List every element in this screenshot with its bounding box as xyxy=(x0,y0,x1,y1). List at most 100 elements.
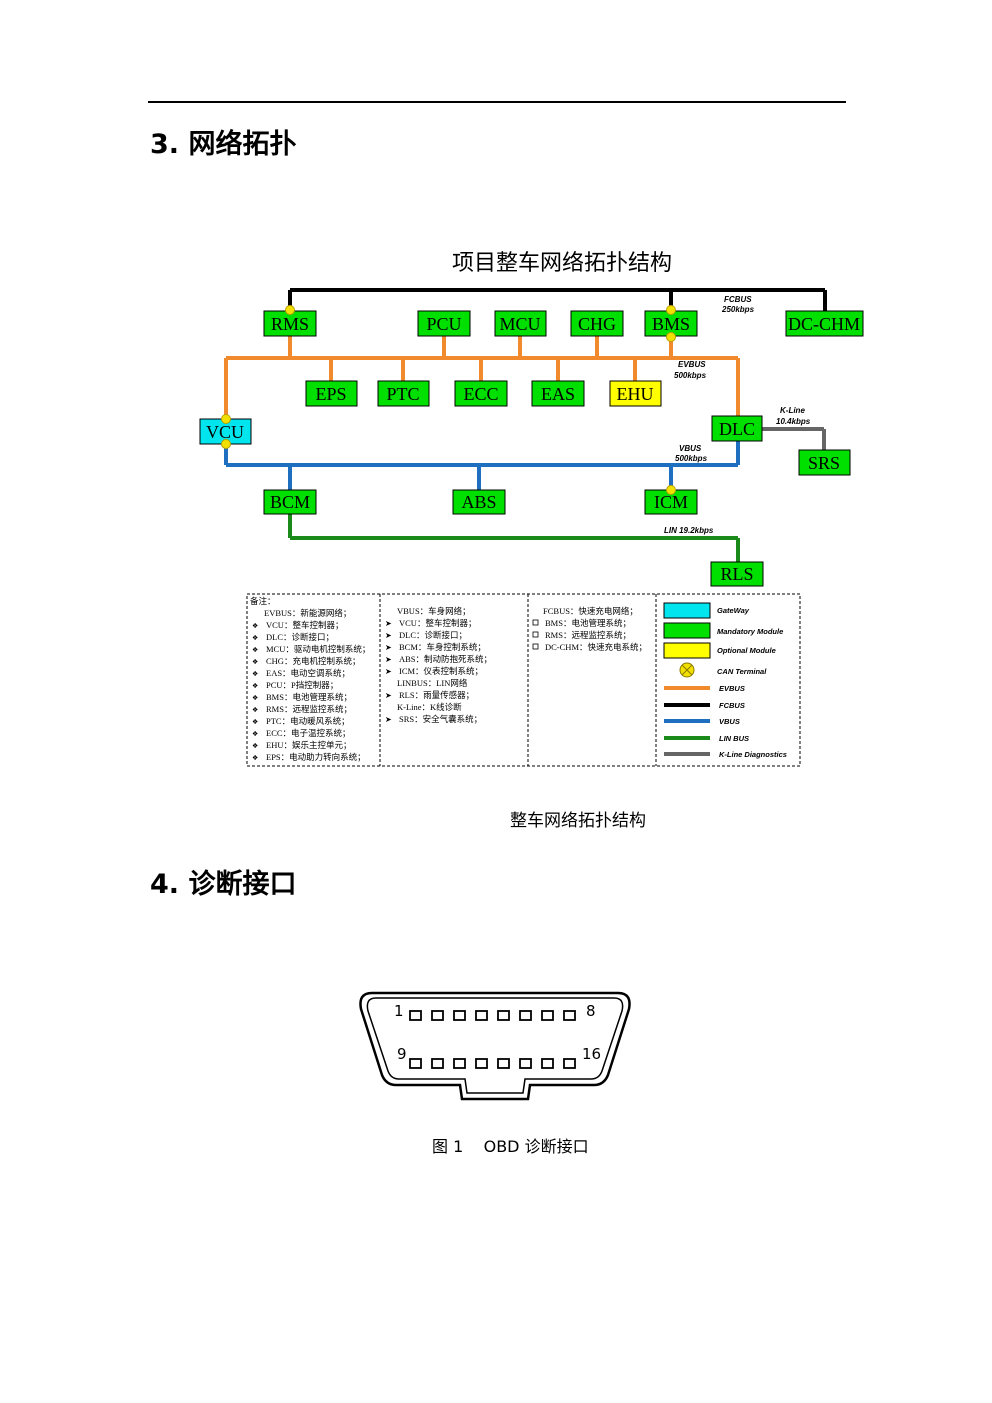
svg-text:➤: ➤ xyxy=(385,643,392,652)
obd-pins-bottom xyxy=(409,1058,576,1069)
svg-text:LINBUS：LIN网络: LINBUS：LIN网络 xyxy=(397,678,468,688)
svg-text:❖: ❖ xyxy=(252,634,258,642)
kline-label: K-Line xyxy=(780,406,805,415)
obd-connector-drawing: 1 8 9 16 xyxy=(359,991,631,1101)
svg-text:ABS：制动防抱死系统；: ABS：制动防抱死系统； xyxy=(399,654,492,664)
terminal-bms-evbus xyxy=(666,332,676,342)
evbus-rate: 500kbps xyxy=(674,371,707,380)
module-eas xyxy=(531,380,585,407)
svg-text:❖: ❖ xyxy=(252,718,258,726)
svg-text:❖: ❖ xyxy=(252,754,258,762)
svg-text:SRS：安全气囊系统；: SRS：安全气囊系统； xyxy=(399,714,482,724)
svg-text:VCU: VCU xyxy=(206,422,244,442)
svg-text:EPS: EPS xyxy=(315,384,346,404)
svg-text:RLS: RLS xyxy=(720,564,753,584)
svg-text:CHG: CHG xyxy=(578,314,616,334)
svg-text:ABS: ABS xyxy=(461,492,496,512)
svg-text:➤: ➤ xyxy=(385,631,392,640)
svg-text:Optional Module: Optional Module xyxy=(717,646,776,655)
svg-text:RLS：雨量传感器；: RLS：雨量传感器； xyxy=(399,690,474,700)
notes-col3-bullets xyxy=(532,619,539,650)
module-mcu xyxy=(494,310,547,337)
obd-pin-8-label: 8 xyxy=(586,1002,596,1020)
svg-text:VCU：整车控制器；: VCU：整车控制器； xyxy=(266,620,343,630)
lin-lines xyxy=(288,514,740,562)
svg-text:PTC: PTC xyxy=(386,384,419,404)
section-3-heading: 3. 网络拓扑 xyxy=(150,129,297,160)
svg-text:DLC: DLC xyxy=(719,419,755,439)
svg-text:SRS: SRS xyxy=(808,453,840,473)
module-pcu xyxy=(417,310,471,337)
notes-col2: VBUS：车身网络； VCU：整车控制器； DLC：诊断接口； BCM：车身控制… xyxy=(397,606,492,724)
terminal-vcu-vbus xyxy=(221,439,231,449)
svg-text:BMS: BMS xyxy=(652,314,690,334)
header-rule xyxy=(148,101,846,103)
network-topology-diagram: 项目整车网络拓扑结构 FCBUS 250kbps EVBUS 500kbps V… xyxy=(199,251,864,767)
svg-text:RMS：远程监控系统；: RMS：远程监控系统； xyxy=(266,704,352,714)
svg-text:EAS：电动空调系统；: EAS：电动空调系统； xyxy=(266,668,350,678)
lin-label: LIN 19.2kbps xyxy=(664,526,714,535)
fcbus-label: FCBUS xyxy=(724,295,752,304)
svg-text:ECC：电子温控系统；: ECC：电子温控系统； xyxy=(266,728,351,738)
module-ptc xyxy=(377,380,430,407)
notes-box xyxy=(246,593,801,767)
module-rls xyxy=(710,561,764,587)
module-bms xyxy=(644,310,698,337)
svg-text:➤: ➤ xyxy=(385,619,392,628)
svg-text:EVBUS：新能源网络；: EVBUS：新能源网络； xyxy=(264,608,351,618)
terminal-icm-vbus xyxy=(666,485,676,495)
kline-rate: 10.4kbps xyxy=(776,417,811,426)
svg-text:GateWay: GateWay xyxy=(717,606,750,615)
svg-text:❖: ❖ xyxy=(252,706,258,714)
terminal-bms-fcbus xyxy=(666,305,676,315)
svg-text:BMS：电池管理系统；: BMS：电池管理系统； xyxy=(545,618,631,628)
svg-text:DLC：诊断接口；: DLC：诊断接口； xyxy=(399,630,467,640)
notes-col3: FCBUS：快速充电网络； BMS：电池管理系统； RMS：远程监控系统； DC… xyxy=(543,606,647,652)
svg-text:EPS：电动助力转向系统；: EPS：电动助力转向系统； xyxy=(266,752,366,762)
svg-text:EHU: EHU xyxy=(617,384,654,404)
svg-text:DLC：诊断接口；: DLC：诊断接口； xyxy=(266,632,334,642)
svg-text:❖: ❖ xyxy=(252,658,258,666)
module-eps xyxy=(305,380,358,407)
svg-text:RMS: RMS xyxy=(271,314,309,334)
obd-outline-inner xyxy=(366,997,624,1094)
svg-text:DC-CHM: DC-CHM xyxy=(788,314,860,334)
vbus-label: VBUS xyxy=(679,444,702,453)
modules: RMS PCU MCU CHG BMS DC-CHM EPS PTC ECC E… xyxy=(199,310,864,587)
module-abs xyxy=(452,489,506,515)
svg-text:FCBUS：快速充电网络；: FCBUS：快速充电网络； xyxy=(543,606,638,616)
svg-text:CHG：充电机控制系统；: CHG：充电机控制系统； xyxy=(266,656,360,666)
terminal-vcu-evbus xyxy=(221,414,231,424)
svg-text:ICM: ICM xyxy=(654,492,688,512)
svg-text:❖: ❖ xyxy=(252,682,258,690)
svg-text:➤: ➤ xyxy=(385,691,392,700)
obd-pin-9-label: 9 xyxy=(397,1045,407,1063)
diagram-title: 项目整车网络拓扑结构 xyxy=(452,251,672,276)
svg-text:VCU：整车控制器；: VCU：整车控制器； xyxy=(399,618,476,628)
obd-caption: 图 1 OBD 诊断接口 xyxy=(432,1137,589,1156)
svg-text:BCM: BCM xyxy=(270,492,310,512)
notes-col1: 备注： EVBUS：新能源网络； VCU：整车控制器； DLC：诊断接口； MC… xyxy=(250,596,370,762)
legend-labels: GateWay Mandatory Module Optional Module… xyxy=(717,606,787,759)
diagram-caption: 整车网络拓扑结构 xyxy=(510,811,646,831)
svg-text:K-Line Diagnostics: K-Line Diagnostics xyxy=(719,750,787,759)
svg-text:ECC: ECC xyxy=(463,384,498,404)
svg-text:MCU: MCU xyxy=(499,314,540,334)
svg-text:CAN Terminal: CAN Terminal xyxy=(717,667,767,676)
legend-gateway-swatch xyxy=(663,602,711,619)
svg-text:BMS：电池管理系统；: BMS：电池管理系统； xyxy=(266,692,352,702)
svg-text:❖: ❖ xyxy=(252,670,258,678)
module-ecc xyxy=(454,380,508,407)
module-rms xyxy=(263,310,317,337)
svg-text:EHU：娱乐主控单元；: EHU：娱乐主控单元； xyxy=(266,740,351,750)
obd-pin-1-label: 1 xyxy=(394,1002,404,1020)
vbus-rate: 500kbps xyxy=(675,454,708,463)
svg-text:备注：: 备注： xyxy=(250,596,276,606)
kline-lines xyxy=(762,427,826,450)
module-dcchm xyxy=(785,310,864,337)
svg-text:BCM：车身控制系统；: BCM：车身控制系统； xyxy=(399,642,486,652)
svg-text:EAS: EAS xyxy=(541,384,575,404)
svg-text:❖: ❖ xyxy=(252,694,258,702)
svg-text:Mandatory Module: Mandatory Module xyxy=(717,627,783,636)
can-terminals xyxy=(221,305,676,495)
